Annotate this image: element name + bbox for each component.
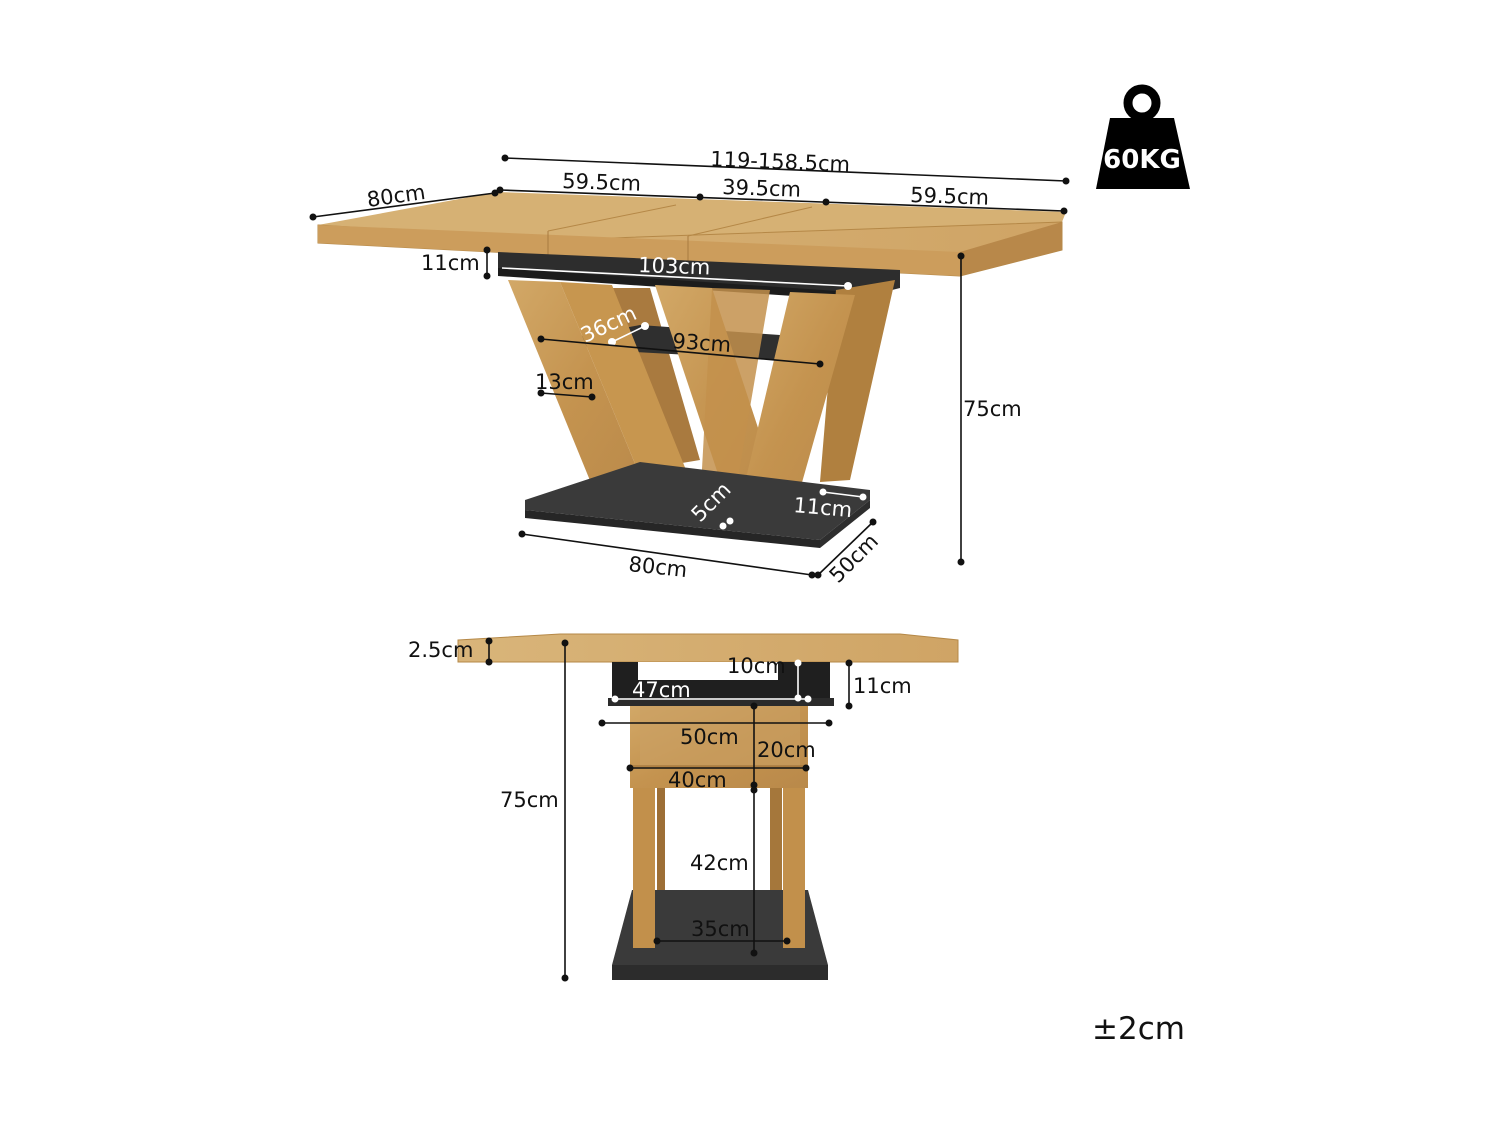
- label-inner-width: 40cm: [668, 768, 727, 792]
- label-side-height: 75cm: [500, 788, 559, 812]
- label-segment-middle: 39.5cm: [722, 175, 802, 202]
- weight-badge: 60KG: [1096, 84, 1190, 189]
- weight-icon: [1096, 84, 1190, 189]
- label-inner-gap: 10cm: [727, 654, 786, 678]
- label-leg-spacing: 35cm: [691, 917, 750, 941]
- label-height: 75cm: [963, 397, 1022, 421]
- label-apron-length: 103cm: [638, 253, 711, 280]
- weight-label: 60KG: [1103, 145, 1181, 175]
- table-perspective-view: 119-158.5cm 59.5cm 39.5cm 59.5cm 80cm 11…: [309, 147, 1070, 588]
- label-top-thickness: 2.5cm: [408, 638, 473, 662]
- label-base-length: 80cm: [627, 552, 688, 582]
- label-total-length: 119-158.5cm: [710, 147, 851, 177]
- label-apron-width: 47cm: [632, 678, 691, 702]
- label-apron-height: 11cm: [421, 251, 480, 275]
- label-leg-width: 13cm: [535, 370, 594, 394]
- label-shelf-length: 93cm: [672, 329, 732, 357]
- label-side-apron-height: 11cm: [853, 674, 912, 698]
- label-base-depth: 50cm: [825, 529, 884, 588]
- label-segment-left: 59.5cm: [562, 169, 642, 196]
- table-side-view: 2.5cm 10cm 11cm 47cm 50cm 20cm 40cm 75cm…: [408, 633, 959, 982]
- label-clearance: 42cm: [690, 851, 749, 875]
- label-frame-width: 50cm: [680, 725, 739, 749]
- label-segment-right: 59.5cm: [910, 183, 990, 210]
- label-box-height: 20cm: [757, 738, 816, 762]
- tolerance-label: ±2cm: [1092, 1011, 1185, 1047]
- label-base-overhang: 11cm: [793, 493, 854, 522]
